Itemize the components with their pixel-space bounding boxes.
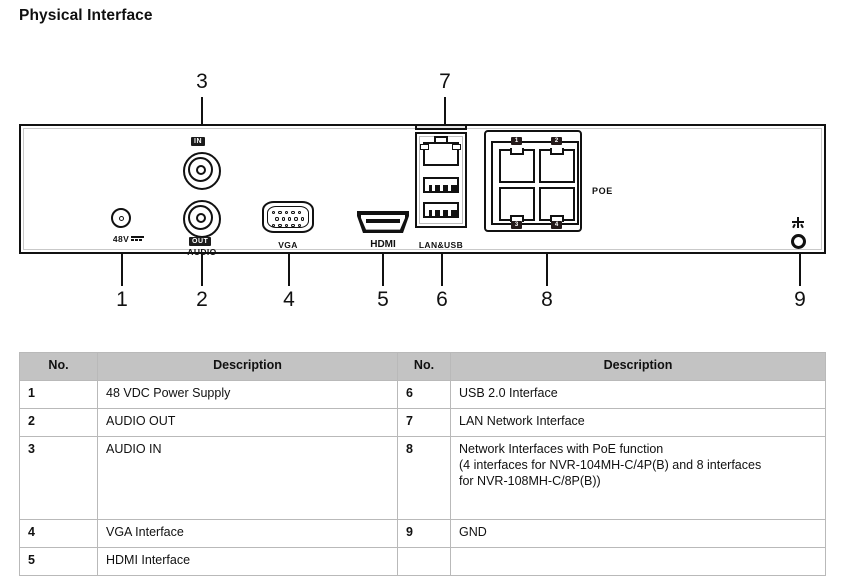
leader-line-7 <box>444 97 446 124</box>
lan-top-rail <box>415 124 467 130</box>
cell-no: 2 <box>19 408 98 437</box>
audio-out-tag: OUT <box>189 237 212 246</box>
audio-label: AUDIO <box>187 247 217 257</box>
poe-port-4 <box>539 187 575 222</box>
lan-usb-label: LAN&USB <box>418 240 464 250</box>
table-row: 1 48 VDC Power Supply 6 USB 2.0 Interfac… <box>19 380 826 409</box>
poe-badge-4: 4 <box>551 221 562 229</box>
callout-1: 1 <box>116 288 128 311</box>
lan-led-left <box>420 144 429 150</box>
cell-desc: AUDIO OUT <box>97 408 398 437</box>
cell-no <box>397 547 451 576</box>
table-row: 3 AUDIO IN 8 Network Interfaces with PoE… <box>19 436 826 520</box>
cell-no: 5 <box>19 547 98 576</box>
power-jack <box>111 208 131 228</box>
table-row: 2 AUDIO OUT 7 LAN Network Interface <box>19 408 826 437</box>
cell-desc <box>450 547 826 576</box>
cell-desc-line: for NVR-108MH-C/8P(B)) <box>459 474 601 488</box>
header-no-left: No. <box>19 352 98 381</box>
hdmi-label: HDMI <box>370 239 396 250</box>
audio-out-jack <box>183 200 221 238</box>
header-no-right: No. <box>397 352 451 381</box>
leader-line-2 <box>201 254 203 286</box>
callout-7: 7 <box>439 70 451 93</box>
cell-desc: AUDIO IN <box>97 436 398 520</box>
leader-line-8 <box>546 254 548 286</box>
callout-5: 5 <box>377 288 389 311</box>
poe-port-1 <box>499 148 535 183</box>
header-desc-left: Description <box>97 352 398 381</box>
power-label: 48V <box>112 234 130 244</box>
leader-line-5 <box>382 254 384 286</box>
gnd-terminal <box>791 234 806 249</box>
poe-port-3 <box>499 187 535 222</box>
callout-8: 8 <box>541 288 553 311</box>
callout-2: 2 <box>196 288 208 311</box>
callout-4: 4 <box>283 288 295 311</box>
cell-desc: GND <box>450 519 826 548</box>
audio-in-tag: IN <box>191 137 205 146</box>
cell-no: 9 <box>397 519 451 548</box>
cell-desc: HDMI Interface <box>97 547 398 576</box>
vga-label: VGA <box>278 240 298 250</box>
leader-line-3 <box>201 97 203 124</box>
cell-desc: USB 2.0 Interface <box>450 380 826 409</box>
poe-badge-1: 1 <box>511 137 522 145</box>
table-row: 5 HDMI Interface <box>19 547 826 576</box>
leader-line-4 <box>288 254 290 286</box>
cell-desc: 48 VDC Power Supply <box>97 380 398 409</box>
lan-led-right <box>452 144 461 150</box>
cell-no: 7 <box>397 408 451 437</box>
leader-line-6 <box>441 254 443 286</box>
hdmi-port <box>357 211 409 233</box>
cell-no: 1 <box>19 380 98 409</box>
cell-desc: VGA Interface <box>97 519 398 548</box>
vga-port <box>262 201 314 233</box>
poe-label: POE <box>592 186 613 196</box>
dc-symbol-icon <box>131 236 144 242</box>
vga-pins <box>272 211 308 228</box>
poe-badge-3: 3 <box>511 221 522 229</box>
poe-ports: 1 2 3 4 <box>484 130 582 232</box>
table-row: 4 VGA Interface 9 GND <box>19 519 826 548</box>
cell-desc: Network Interfaces with PoE function (4 … <box>450 436 826 520</box>
cell-no: 8 <box>397 436 451 520</box>
header-desc-right: Description <box>450 352 826 381</box>
rear-panel-diagram: 3 7 48V IN OUT AUDIO VGA HDMI <box>0 60 843 340</box>
callout-9: 9 <box>794 288 806 311</box>
ground-symbol-icon <box>791 217 805 228</box>
leader-line-9 <box>799 254 801 286</box>
lan-network-interface <box>423 136 459 166</box>
cell-no: 4 <box>19 519 98 548</box>
cell-no: 3 <box>19 436 98 520</box>
usb-port-upper <box>423 177 459 193</box>
interface-table: No. Description No. Description 1 48 VDC… <box>19 352 826 576</box>
poe-port-2 <box>539 148 575 183</box>
audio-in-jack <box>183 152 221 190</box>
cell-no: 6 <box>397 380 451 409</box>
usb-port-lower <box>423 202 459 218</box>
callout-3: 3 <box>196 70 208 93</box>
cell-desc-line: Network Interfaces with PoE function <box>459 442 664 456</box>
cell-desc: LAN Network Interface <box>450 408 826 437</box>
table-header-row: No. Description No. Description <box>19 352 826 381</box>
poe-badge-2: 2 <box>551 137 562 145</box>
cell-desc-line: (4 interfaces for NVR-104MH-C/4P(B) and … <box>459 458 762 472</box>
leader-line-1 <box>121 254 123 286</box>
callout-6: 6 <box>436 288 448 311</box>
page-title: Physical Interface <box>19 7 153 24</box>
